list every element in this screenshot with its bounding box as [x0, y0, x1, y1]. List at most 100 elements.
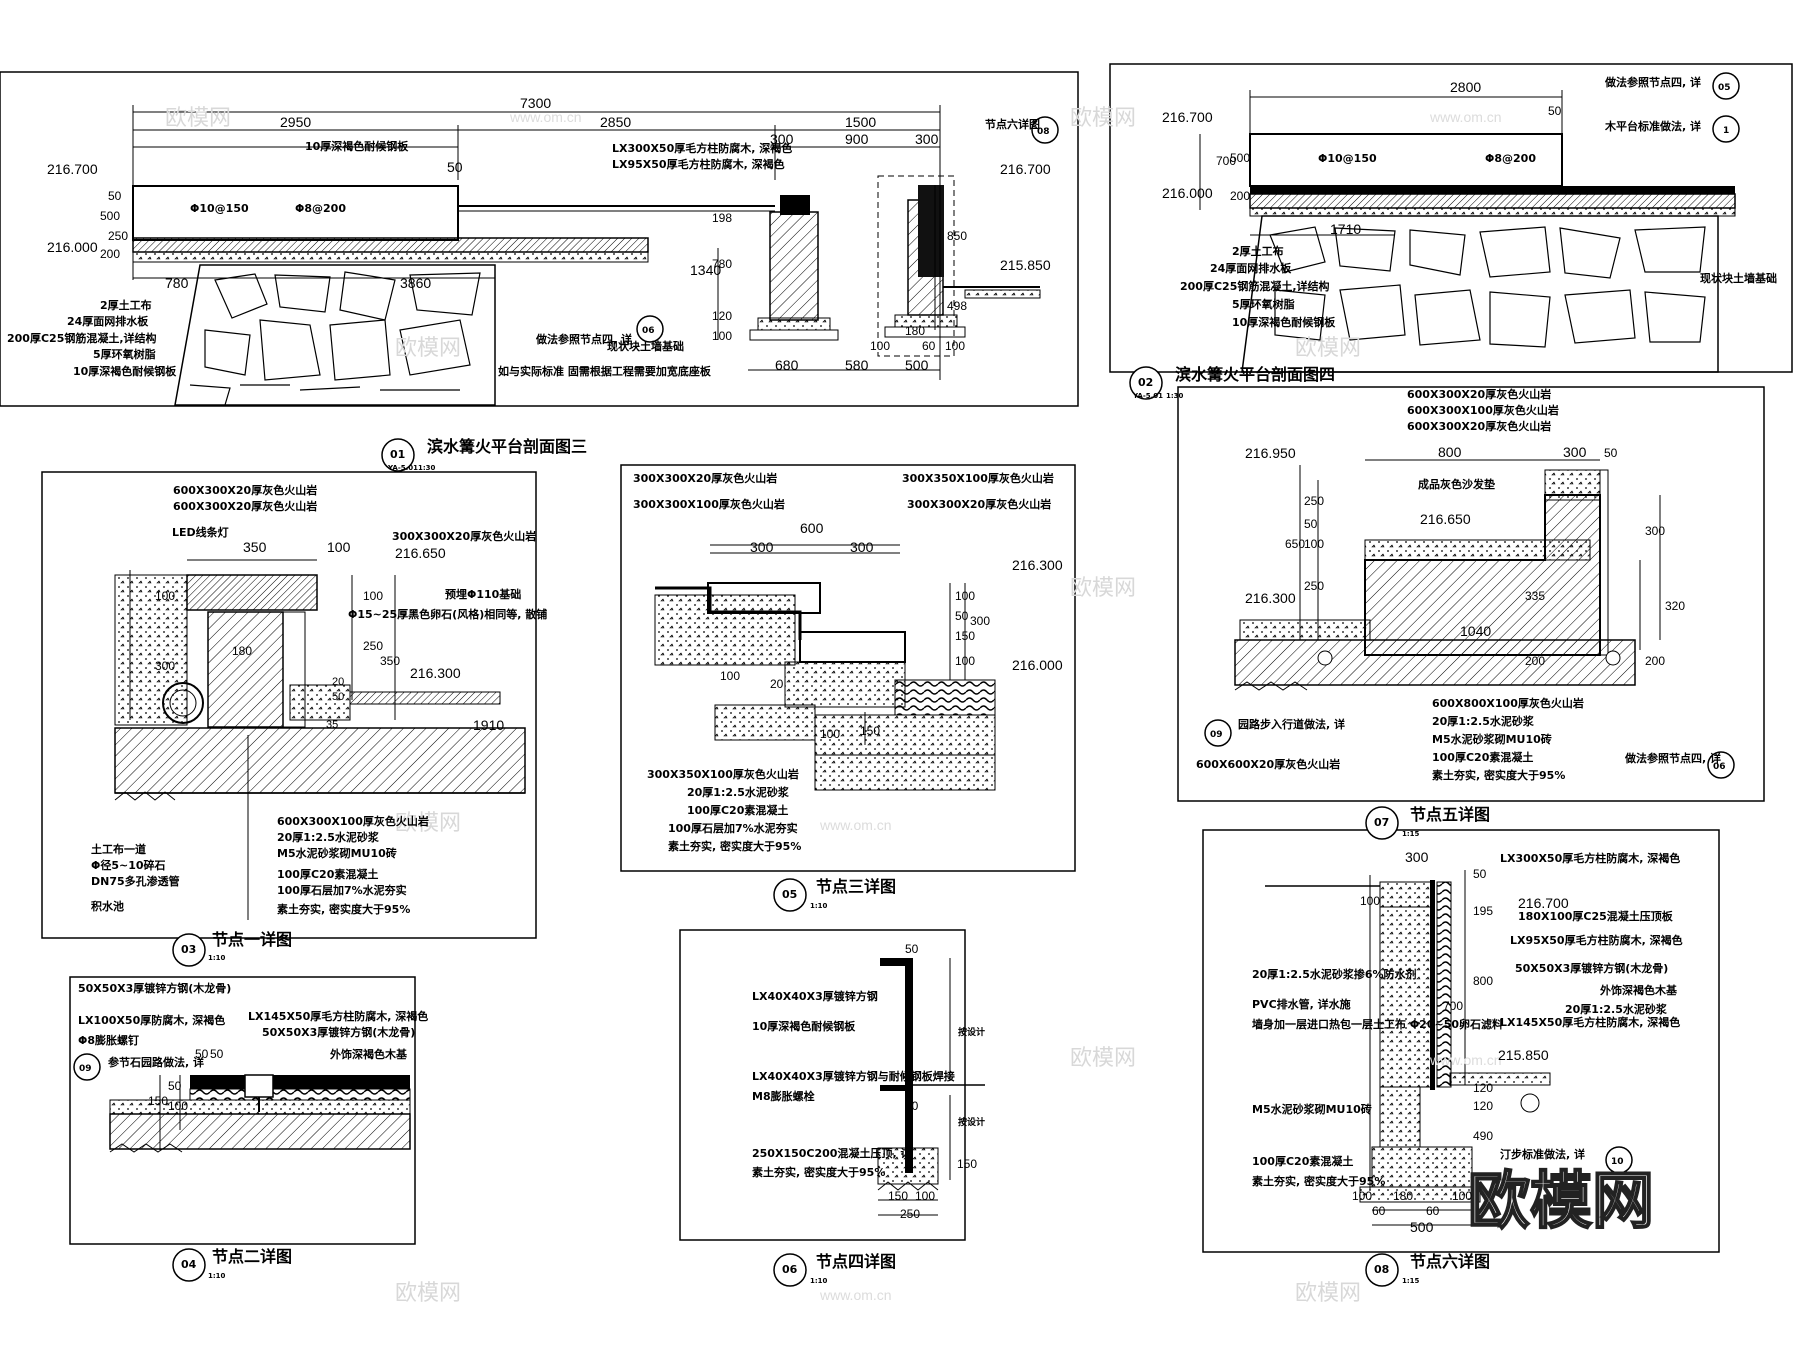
- node-1-drawing: [41, 471, 537, 939]
- tag-number: 05: [782, 888, 797, 901]
- callout: 300X300X20厚灰色火山岩: [633, 471, 777, 485]
- elev-label: 215.850: [1498, 1047, 1549, 1063]
- dim-label: 1710: [1330, 221, 1361, 237]
- callout: 600X300X20厚灰色火山岩: [173, 499, 317, 513]
- callout: 300X300X20厚灰色火山岩: [907, 497, 1051, 511]
- dim-label: 150: [888, 1189, 908, 1203]
- callout: Φ8@200: [295, 202, 346, 215]
- dim-label: 500: [100, 209, 120, 223]
- callout: 100厚C20素混凝土: [277, 867, 378, 881]
- tag-number: 07: [1374, 816, 1389, 829]
- callout: M5水泥砂浆砌MU10砖: [1432, 732, 1552, 746]
- watermark: 欧模网: [1295, 336, 1361, 361]
- callout: 外饰深褐色木基: [1599, 983, 1678, 997]
- elev-label: 216.950: [1245, 445, 1296, 461]
- dim-label: 300: [850, 539, 874, 555]
- dim-label: 1910: [473, 717, 504, 733]
- node-1-title: 节点一详图: [212, 930, 292, 949]
- dim-label: 150: [860, 724, 880, 738]
- watermark: 欧模网: [1070, 106, 1136, 131]
- callout: M8膨胀螺栓: [752, 1089, 815, 1103]
- dim-label: 300: [1563, 444, 1587, 460]
- elev-label: 216.300: [410, 665, 461, 681]
- watermark: 欧模网: [395, 1281, 461, 1306]
- dim-label: 780: [165, 275, 189, 291]
- dim-label: 350: [380, 654, 400, 668]
- dim-label: 490: [1473, 1129, 1493, 1143]
- dim-label: 200: [1645, 654, 1665, 668]
- elev-label: 216.000: [1012, 657, 1063, 673]
- callout: 积水池: [91, 899, 124, 913]
- tag-scale: 1:30: [418, 464, 436, 472]
- watermark-url: www.om.cn: [819, 817, 892, 833]
- callout: 100厚C20素混凝土: [1432, 750, 1533, 764]
- dim-label: 2850: [600, 114, 631, 130]
- callout: 600X800X100厚灰色火山岩: [1432, 696, 1584, 710]
- callout: 2厚土工布: [1232, 244, 1284, 258]
- callout: 做法参照节点四, 详: [535, 332, 632, 346]
- callout: LX40X40X3厚镀锌方钢与耐候钢板焊接: [752, 1069, 955, 1083]
- dim-label: 50: [1473, 867, 1487, 881]
- callout: 600X300X20厚灰色火山岩: [173, 483, 317, 497]
- callout: 50X50X3厚镀锌方钢(木龙骨): [262, 1025, 415, 1039]
- tag-scale: 1:10: [810, 1277, 828, 1285]
- callout: 外饰深褐色木基: [329, 1047, 408, 1061]
- callout: 木平台标准做法, 详: [1604, 119, 1701, 133]
- dim-label: 300: [750, 539, 774, 555]
- dim-label: 250: [108, 229, 128, 243]
- tag-scale: 1:10: [810, 902, 828, 910]
- section-4-drawing: [1109, 63, 1793, 373]
- node-5-drawing: [1177, 386, 1765, 802]
- dim-label: 300: [1405, 849, 1429, 865]
- watermark: 欧模网: [1070, 576, 1136, 601]
- callout: 节点六详图: [985, 117, 1040, 131]
- callout: LX300X50厚毛方柱防腐木, 深褐色: [612, 141, 792, 155]
- callout: 预埋Φ110基础: [445, 587, 521, 601]
- callout: 5厚环氧树脂: [93, 347, 156, 361]
- dim-label: 50: [210, 1047, 224, 1061]
- callout: 素土夯实, 密实度大于95%: [752, 1165, 885, 1179]
- callout: 素土夯实, 密实度大于95%: [1252, 1174, 1385, 1188]
- node-2-drawing: [69, 976, 416, 1245]
- tag-ref: YA-5.01: [1132, 392, 1163, 400]
- callout: 600X300X20厚灰色火山岩: [1407, 387, 1551, 401]
- ref-tag: 10: [1611, 1157, 1624, 1167]
- dim-label: 200: [100, 247, 120, 261]
- dim-label: 350: [243, 539, 267, 555]
- section-3-title: 滨水篝火平台剖面图三: [427, 437, 587, 456]
- dim-label: 250: [1304, 579, 1324, 593]
- callout: 50X50X3厚镀锌方钢(木龙骨): [1515, 961, 1668, 975]
- dim-label: 100: [1304, 537, 1324, 551]
- callout: Φ10@150: [190, 202, 249, 215]
- dim-label: 180: [905, 324, 925, 338]
- dim-label: 100: [915, 1189, 935, 1203]
- callout: 2厚土工布: [100, 298, 152, 312]
- dim-label: 50: [1604, 446, 1618, 460]
- callout: 参节石园路做法, 详: [108, 1055, 204, 1069]
- node-3-title: 节点三详图: [816, 877, 896, 896]
- callout: Φ8膨胀螺钉: [78, 1033, 139, 1047]
- callout: 600X300X100厚灰色火山岩: [1407, 403, 1559, 417]
- node-3-drawing: [620, 464, 1076, 872]
- dim-label: 20: [770, 677, 784, 691]
- callout: 素土夯实, 密实度大于95%: [1432, 768, 1565, 782]
- dim-label: 150: [955, 629, 975, 643]
- tag-number: 03: [181, 943, 196, 956]
- watermark-url: www.om.cn: [1429, 109, 1502, 125]
- dim-label: 800: [1438, 444, 1462, 460]
- callout: 做法参照节点四, 详: [1624, 751, 1721, 765]
- callout: 50X50X3厚镀锌方钢(木龙骨): [78, 981, 231, 995]
- dim-label: 300: [770, 131, 794, 147]
- dim-label: 198: [712, 211, 732, 225]
- dim-label: 1500: [845, 114, 876, 130]
- elev-label: 216.700: [1000, 161, 1051, 177]
- tag-number: 06: [782, 1263, 798, 1276]
- callout: 200厚C25钢筋混凝土,详结构: [7, 331, 157, 345]
- callout: LX40X40X3厚镀锌方钢: [752, 989, 878, 1003]
- callout: LX95X50厚毛方柱防腐木, 深褐色: [612, 157, 785, 171]
- ref-tag: 08: [1037, 127, 1050, 137]
- dim-label: 500: [905, 357, 929, 373]
- callout: M5水泥砂浆砌MU10砖: [277, 846, 397, 860]
- callout: 成品灰色沙发垫: [1418, 477, 1495, 491]
- elev-label: 216.300: [1245, 590, 1296, 606]
